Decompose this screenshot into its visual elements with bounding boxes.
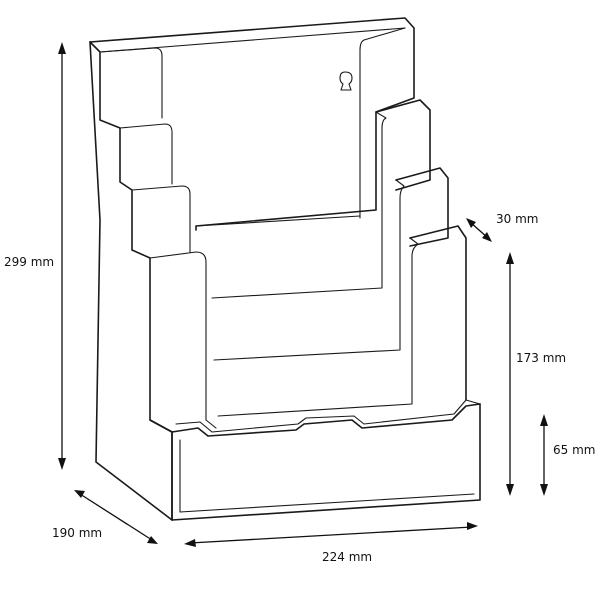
left-outer-back	[89, 41, 173, 521]
dimension-annotations: 299 mm 190 mm 224 mm 30 mm 1	[4, 42, 595, 564]
left-side-profile	[89, 41, 173, 521]
label-pocket-depth: 30 mm	[496, 212, 538, 226]
dimension-front-height: 65 mm	[540, 414, 595, 496]
dimension-height-total: 299 mm	[4, 42, 66, 470]
back-panel-inner-edge	[89, 27, 406, 53]
tier-3-side	[131, 185, 191, 253]
label-depth: 190 mm	[52, 526, 102, 540]
dimension-tier-height: 173 mm	[506, 252, 566, 496]
dimension-pocket-depth: 30 mm	[466, 212, 538, 242]
tier-4-front	[409, 225, 467, 401]
label-height-total: 299 mm	[4, 255, 54, 269]
back-window-bottom	[195, 215, 361, 227]
tier-2-inner	[211, 111, 387, 299]
label-front-height: 65 mm	[553, 443, 595, 457]
tier-4-inner	[217, 237, 419, 417]
bottom-pocket-rim	[175, 399, 467, 433]
tier-2-front	[375, 99, 431, 191]
dimension-depth: 190 mm	[52, 490, 158, 544]
hanging-keyhole-icon	[339, 71, 353, 91]
label-tier-height: 173 mm	[516, 351, 566, 365]
bottom-pocket-front-inner	[179, 439, 475, 513]
back-left-tab	[99, 47, 163, 119]
tier-2-side	[119, 123, 173, 185]
front-right-edge	[465, 399, 481, 405]
dimension-width: 224 mm	[184, 522, 478, 564]
tier-3-inner	[213, 179, 405, 361]
label-width: 224 mm	[322, 550, 372, 564]
tier-4-side	[149, 251, 217, 429]
brochure-holder-drawing	[89, 17, 481, 521]
bottom-pocket-top	[149, 403, 481, 437]
bottom-pocket-front	[171, 403, 481, 521]
back-right-tab	[359, 27, 406, 219]
tier-3-front	[395, 167, 449, 247]
back-panel	[89, 17, 415, 231]
